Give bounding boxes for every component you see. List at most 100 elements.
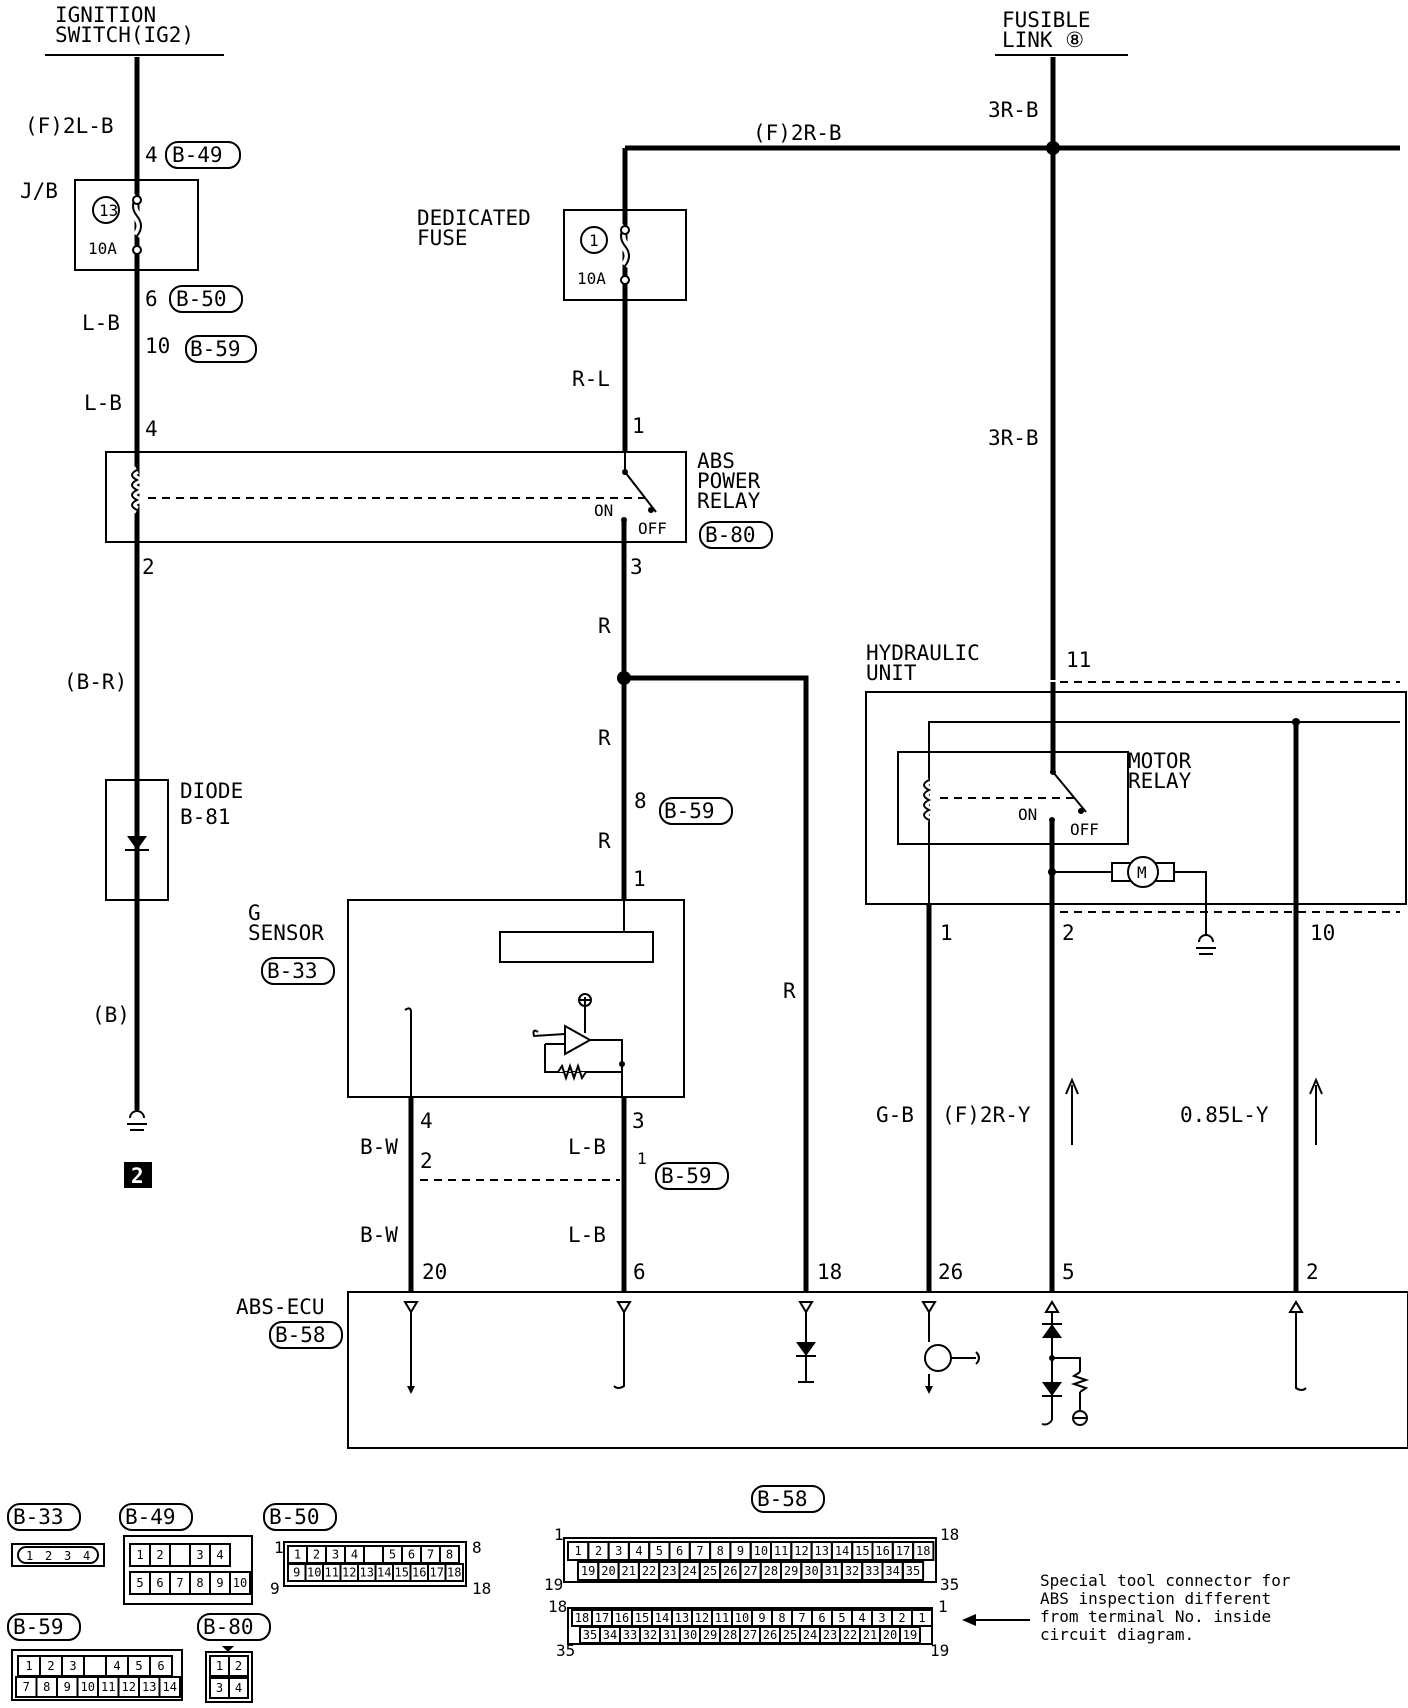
wire-3r-b: 3R-B (988, 426, 1039, 450)
wire-b-w: B-W (360, 1135, 398, 1159)
pin-label: 8 (717, 1544, 724, 1558)
pin-label: 7 (176, 1576, 183, 1590)
pin-label: 4 (145, 143, 158, 167)
pin-label: 24 (803, 1628, 817, 1642)
ground-icon (1196, 934, 1216, 955)
connector-b50-label: B-50 (176, 287, 227, 311)
relay-label-3: RELAY (697, 489, 761, 513)
pin-label: 4 (145, 417, 158, 441)
pin-label: 23 (662, 1564, 676, 1578)
pin-label: 9 (64, 1680, 71, 1694)
fuse-number: 1 (589, 231, 599, 250)
connector-tag-b59 (659, 797, 733, 825)
diode-part: B-81 (180, 805, 231, 829)
pin-label: 32 (643, 1628, 657, 1642)
pin-label: 2 (156, 1548, 163, 1562)
pin-label: 9 (758, 1611, 765, 1625)
pin-cell (912, 1541, 935, 1561)
pin-label: 15 (635, 1611, 649, 1625)
pin-label: 16 (615, 1611, 629, 1625)
g-sensor-label-1: G (248, 901, 261, 925)
pin-label: 14 (835, 1544, 849, 1558)
relay-connector: B-80 (705, 523, 756, 547)
pin-label: 3 (630, 555, 643, 579)
ecu-pin: 6 (633, 1260, 646, 1284)
connector-b59-label: B-59 (190, 337, 241, 361)
pin-label: 10 (735, 1611, 749, 1625)
pin-label: 2 (420, 1149, 433, 1173)
relay-coil-icon (923, 779, 932, 821)
pin-label: 3 (64, 1549, 71, 1563)
ignition-switch-title: IGNITION SWITCH(IG2) (45, 3, 224, 56)
pin-label: 8 (778, 1611, 785, 1625)
motor-relay-box (897, 751, 1129, 845)
pin-label: 24 (682, 1564, 696, 1578)
fusible-title-line1: FUSIBLE (1002, 8, 1091, 32)
pin-label: 17 (896, 1544, 910, 1558)
ground-point-tag (124, 1162, 152, 1188)
pin-label: 22 (843, 1628, 857, 1642)
connector-b33: B-33 1 2 3 4 (7, 1503, 105, 1567)
pin-label: 5 (135, 1659, 142, 1673)
pin-label: 4 (420, 1109, 433, 1133)
fuse-number: 13 (99, 201, 118, 220)
connector-b50-title: B-50 (269, 1505, 320, 1529)
pin-label: 10 (145, 334, 170, 358)
ground-icon (127, 1110, 147, 1131)
pin-cell (444, 1563, 464, 1582)
pin-label: 23 (823, 1628, 837, 1642)
wire-b-w: B-W (360, 1223, 398, 1247)
wire-0-85l-y: 0.85L-Y (1180, 1103, 1269, 1127)
connector-tag-b33 (261, 957, 335, 985)
pin-label: 2 (1062, 921, 1075, 945)
pin-label: 29 (703, 1628, 717, 1642)
pin-label: 6 (145, 287, 158, 311)
pin-label: 20 (883, 1628, 897, 1642)
pin-label: 35 (556, 1641, 575, 1660)
abs-power-relay: ON OFF ABS POWER RELAY B-80 (105, 449, 773, 549)
connector-b59-label: B-59 (664, 799, 715, 823)
pin-label: 21 (863, 1628, 877, 1642)
pin-label: 16 (875, 1544, 889, 1558)
connector-tag-b80 (699, 521, 773, 549)
pin-label: 28 (764, 1564, 778, 1578)
diode-label: DIODE (180, 779, 243, 803)
pin-label: 18 (447, 1566, 461, 1580)
pin-label: 30 (804, 1564, 818, 1578)
pin-cell (901, 1561, 925, 1581)
relay-on-label: ON (594, 501, 613, 520)
pin-label: 17 (430, 1566, 444, 1580)
pin-label: 4 (351, 1548, 358, 1562)
motor-relay-on: ON (1018, 805, 1037, 824)
wire-l-b: L-B (568, 1223, 606, 1247)
motor-relay-label-2: RELAY (1128, 769, 1192, 793)
pin-label: 10 (754, 1544, 768, 1558)
pin-label: 6 (408, 1548, 415, 1562)
pin-cell (228, 1655, 249, 1677)
hydraulic-unit-box (865, 691, 1407, 905)
relay-coil-icon (131, 469, 140, 511)
g-sensor-label-2: SENSOR (248, 921, 324, 945)
motor-icon: M (1111, 856, 1175, 888)
pin-label: 22 (642, 1564, 656, 1578)
motor-relay-off: OFF (1070, 820, 1099, 839)
note-line-2: ABS inspection different (1040, 1589, 1271, 1608)
pin-label: 1 (575, 1544, 582, 1558)
pin-cell (228, 1677, 249, 1699)
pin-label: 1 (938, 1597, 948, 1616)
pin-label: 3 (196, 1548, 203, 1562)
pin-label: 28 (723, 1628, 737, 1642)
pin-label: 3 (69, 1659, 76, 1673)
ecu-terminal-icons (403, 1300, 1307, 1426)
wire-3r-b: 3R-B (988, 98, 1039, 122)
pin-cell (229, 1571, 251, 1595)
pin-cell (158, 1676, 181, 1698)
ground-number: 2 (131, 1164, 144, 1188)
pin-label: 9 (737, 1544, 744, 1558)
wire-2l-b: (F)2L-B (25, 114, 114, 138)
pin-cell (209, 1543, 231, 1567)
